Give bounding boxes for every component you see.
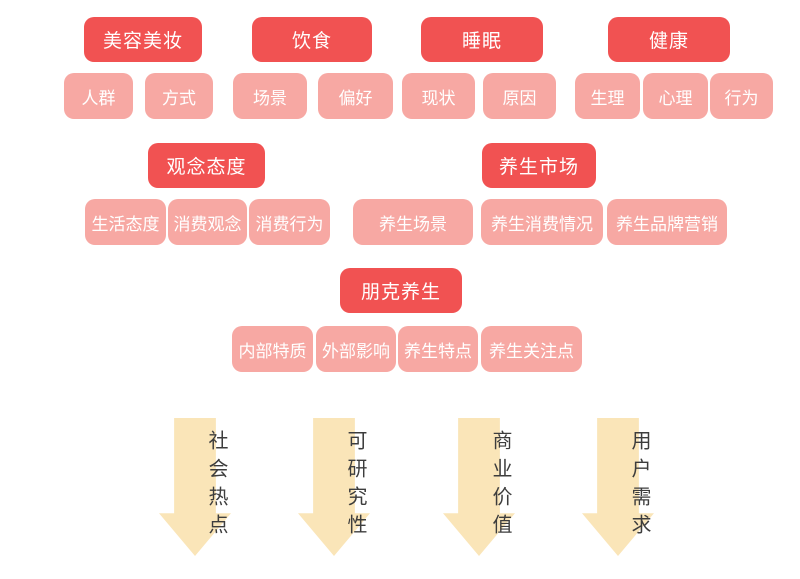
child-node-wellness-consumption: 养生消费情况 (481, 199, 603, 245)
child-node-cause: 原因 (483, 73, 556, 119)
category-node-punk-wellness: 朋克养生 (340, 268, 462, 313)
category-node-wellness-market: 养生市场 (482, 143, 596, 188)
category-node-beauty-makeup: 美容美妆 (84, 17, 202, 62)
category-node-diet: 饮食 (252, 17, 372, 62)
child-node-wellness-brand-marketing: 养生品牌营销 (607, 199, 727, 245)
arrow-label-researchability: 可研究性 (344, 430, 366, 542)
child-node-consumption-behavior: 消费行为 (249, 199, 330, 245)
arrow-label-social-hotspot: 社会热点 (205, 430, 227, 542)
child-node-behavioral: 行为 (710, 73, 773, 119)
child-node-physiological: 生理 (575, 73, 640, 119)
child-node-wellness-focus: 养生关注点 (481, 326, 582, 372)
child-node-psychological: 心理 (643, 73, 708, 119)
child-node-crowd: 人群 (64, 73, 133, 119)
category-node-attitudes: 观念态度 (148, 143, 265, 188)
child-node-external-influence: 外部影响 (316, 326, 396, 372)
child-node-current-status: 现状 (402, 73, 475, 119)
child-node-scene: 场景 (233, 73, 307, 119)
category-node-sleep: 睡眠 (421, 17, 543, 62)
arrow-label-commercial-value: 商业价值 (489, 430, 511, 542)
child-node-preference: 偏好 (318, 73, 393, 119)
child-node-life-attitude: 生活态度 (85, 199, 166, 245)
child-node-wellness-scene: 养生场景 (353, 199, 473, 245)
category-node-health: 健康 (608, 17, 730, 62)
child-node-internal-traits: 内部特质 (232, 326, 313, 372)
child-node-method: 方式 (145, 73, 213, 119)
arrow-label-user-demand: 用户需求 (628, 430, 650, 542)
child-node-consumption-concept: 消费观念 (168, 199, 247, 245)
child-node-wellness-features: 养生特点 (398, 326, 478, 372)
